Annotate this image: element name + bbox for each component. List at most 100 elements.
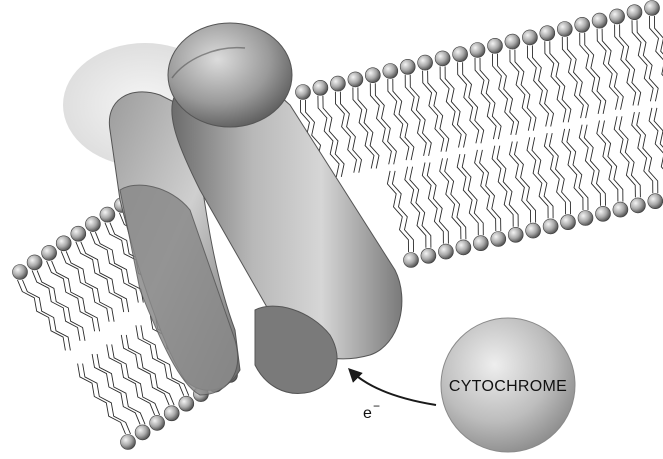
lipid-head <box>438 244 453 259</box>
lipid-tail <box>463 62 484 143</box>
lipid-tail <box>405 167 426 248</box>
lipid-tail <box>549 133 570 214</box>
lipid-head <box>383 64 398 79</box>
lipid-tail <box>562 37 583 118</box>
lipid-tail <box>580 33 601 114</box>
lipid-tail <box>475 150 496 231</box>
lipid-tail <box>422 163 443 244</box>
lipid-tail <box>510 50 531 131</box>
lipid-head <box>540 26 555 41</box>
lipid-tail <box>375 83 396 164</box>
lipid-head <box>179 396 194 411</box>
lipid-head <box>164 406 179 421</box>
lipid-tail <box>619 116 640 197</box>
lipid-tail <box>492 146 513 227</box>
lipid-head <box>404 253 419 268</box>
lipid-head <box>557 22 572 37</box>
lipid-tail <box>585 33 606 114</box>
lipid-head <box>121 435 136 450</box>
lipid-tail <box>410 167 431 248</box>
lipid-tail <box>340 92 361 173</box>
lipid-tail <box>440 66 461 147</box>
lipid-head <box>645 1 660 16</box>
lipid-head <box>435 51 450 66</box>
lipid-tail <box>579 125 600 206</box>
lipid-head <box>526 223 541 238</box>
lipid-tail <box>392 171 413 252</box>
lipid-tail <box>545 41 566 122</box>
lipid-tail <box>458 62 479 143</box>
electron-transfer-arrow <box>350 370 436 405</box>
lipid-head <box>27 255 42 270</box>
lipid-tail <box>388 79 409 160</box>
lipid-tail <box>567 37 588 118</box>
lipid-tail <box>550 41 571 122</box>
lipid-tail <box>445 158 466 239</box>
lipid-tail <box>649 108 663 189</box>
lipid-head <box>491 232 506 247</box>
lipid-tail <box>457 154 478 235</box>
lipid-head <box>453 47 468 62</box>
cytochrome-label: CYTOCHROME <box>449 378 567 395</box>
lipid-head <box>648 194 663 209</box>
lipid-head <box>488 38 503 53</box>
lipid-tail <box>650 16 663 97</box>
lipid-head <box>42 245 57 260</box>
lipid-tail <box>393 79 414 160</box>
lipid-head <box>85 217 100 232</box>
lipid-head <box>578 211 593 226</box>
lipid-tail <box>620 24 641 105</box>
lipid-head <box>508 227 523 242</box>
lipid-tail <box>480 58 501 139</box>
lipid-tail <box>475 58 496 139</box>
lipid-tail <box>597 121 618 202</box>
electron-label: e <box>363 405 372 422</box>
lipid-tail <box>562 129 583 210</box>
lipid-tail <box>614 116 635 197</box>
lipid-tail <box>462 154 483 235</box>
lipid-head <box>456 240 471 255</box>
lipid-head <box>561 215 576 230</box>
lipid-head <box>418 55 433 70</box>
electron-charge-label: − <box>373 399 380 413</box>
lipid-tail <box>410 75 431 156</box>
lipid-tail <box>480 150 501 231</box>
lipid-tail <box>445 66 466 147</box>
lipid-head <box>613 202 628 217</box>
lipid-tail <box>637 20 658 101</box>
lipid-head <box>630 198 645 213</box>
lipid-tail <box>18 280 66 350</box>
lipid-head <box>56 236 71 251</box>
lipid-head <box>400 59 415 74</box>
lipid-tail <box>532 45 553 126</box>
lipid-tail <box>615 24 636 105</box>
lipid-tail <box>584 125 605 206</box>
lipid-tail <box>602 29 623 110</box>
lipid-tail <box>637 112 658 193</box>
lipid-tail <box>510 142 531 223</box>
lipid-tail <box>527 137 548 218</box>
cytochrome: CYTOCHROME <box>441 318 575 452</box>
lipid-head <box>421 248 436 263</box>
lipid-tail <box>335 92 356 173</box>
lipid-tail <box>423 71 444 152</box>
lipid-head <box>610 9 625 24</box>
lipid-tail <box>654 108 663 189</box>
lipid-head <box>13 265 28 280</box>
lipid-head <box>296 85 311 100</box>
lipid-tail <box>497 146 518 227</box>
protein-top-cap <box>168 23 292 127</box>
lipid-tail <box>567 129 588 210</box>
electron-transfer: e − <box>350 370 436 422</box>
lipid-head <box>135 425 150 440</box>
lipid-head <box>522 30 537 45</box>
lipid-head <box>100 207 115 222</box>
lipid-head <box>596 206 611 221</box>
lipid-tail <box>370 83 391 164</box>
lipid-tail <box>515 50 536 131</box>
lipid-tail <box>515 142 536 223</box>
lipid-tail <box>532 137 553 218</box>
lipid-tail <box>597 29 618 110</box>
